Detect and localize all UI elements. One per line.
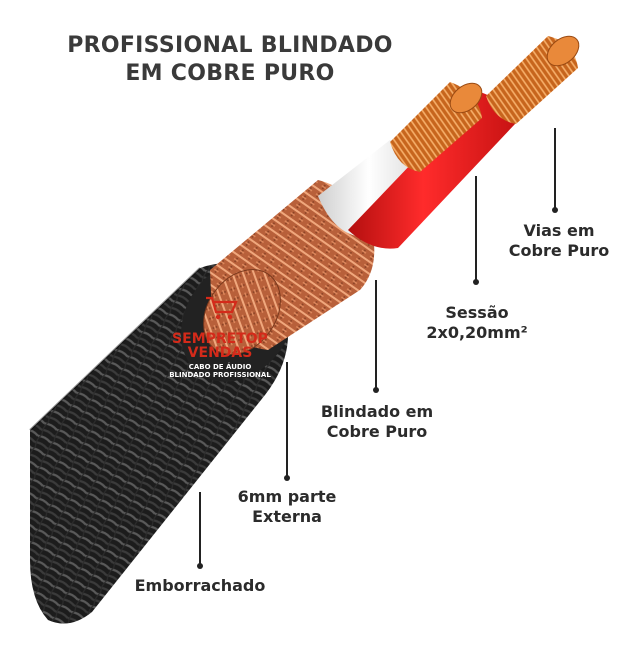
braided-shield: [203, 180, 375, 355]
shopping-cart-icon: [206, 296, 238, 320]
callout-externa: 6mm parte Externa: [222, 487, 352, 527]
leader-externa: [284, 362, 290, 481]
callout-blindado-line-1: Blindado em: [320, 402, 434, 421]
watermark-brand-line-2: VENDAS: [187, 345, 253, 361]
callout-sessao-line-2: 2x0,20mm²: [426, 323, 528, 342]
callout-blindado: Blindado em Cobre Puro: [312, 402, 442, 442]
copper-conductor-right: [486, 35, 580, 124]
callout-emborrachado-line-1: Emborrachado: [134, 576, 266, 595]
watermark-tagline-2: BLINDADO PROFISSIONAL: [169, 371, 271, 379]
callout-emborrachado: Emborrachado: [120, 576, 280, 596]
callout-externa-line-2: Externa: [252, 507, 322, 526]
leader-sessao: [473, 176, 479, 285]
callout-externa-line-1: 6mm parte: [237, 487, 337, 506]
watermark-tagline-1: CABO DE ÁUDIO: [188, 363, 252, 371]
leader-blindado: [373, 280, 379, 393]
callout-vias-line-1: Vias em: [523, 221, 595, 240]
watermark-logo: SEMPRETOP VENDAS CABO DE ÁUDIO BLINDADO …: [150, 332, 290, 379]
title-line-1: PROFISSIONAL BLINDADO: [67, 33, 393, 58]
watermark-brand-line-1: SEMPRETOP: [172, 331, 268, 347]
red-core: [348, 92, 515, 249]
title-line-2: EM COBRE PURO: [125, 61, 335, 86]
copper-conductor-left: [390, 82, 483, 172]
callout-sessao-line-1: Sessão: [445, 303, 509, 322]
white-core: [318, 140, 420, 236]
leader-emborrachado: [197, 492, 203, 569]
callout-sessao: Sessão 2x0,20mm²: [412, 303, 542, 343]
callout-blindado-line-2: Cobre Puro: [326, 422, 428, 441]
leader-vias: [552, 128, 558, 213]
callout-vias: Vias em Cobre Puro: [500, 221, 618, 261]
callout-vias-line-2: Cobre Puro: [508, 241, 610, 260]
